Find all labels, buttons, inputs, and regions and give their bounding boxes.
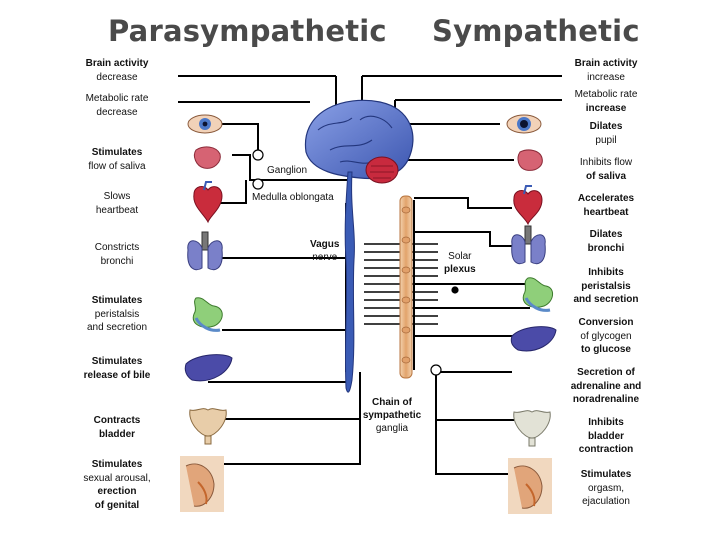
left-liver-icon <box>184 354 233 382</box>
sympathetic-chain-icon <box>399 195 413 379</box>
left-stomach-icon <box>192 297 223 332</box>
right-eye-icon <box>506 114 542 134</box>
right-salivary-gland-icon <box>517 149 543 171</box>
right-liver-icon <box>510 326 557 352</box>
parasympathetic-title: Parasympathetic <box>108 14 387 48</box>
right-lungs-icon <box>511 225 546 265</box>
right-bladder-icon <box>513 410 551 447</box>
left-genital-icon <box>180 456 224 512</box>
left-salivary-gland-icon <box>193 146 221 169</box>
left-eye-icon <box>187 114 223 134</box>
ganglion-label: Ganglion <box>267 165 308 176</box>
brain-icon <box>304 99 414 184</box>
sympathetic-title: Sympathetic <box>432 14 640 48</box>
right-genital-icon <box>508 458 552 514</box>
medulla-oblongata-label: Medulla oblongata <box>252 192 334 203</box>
ganglion-markers <box>252 149 459 376</box>
right-heart-icon <box>513 185 543 226</box>
spinal-cord <box>344 171 355 393</box>
left-heart-icon <box>193 181 223 224</box>
left-bladder-icon <box>189 408 227 445</box>
left-lungs-icon <box>187 231 223 271</box>
right-stomach-icon <box>522 277 553 312</box>
